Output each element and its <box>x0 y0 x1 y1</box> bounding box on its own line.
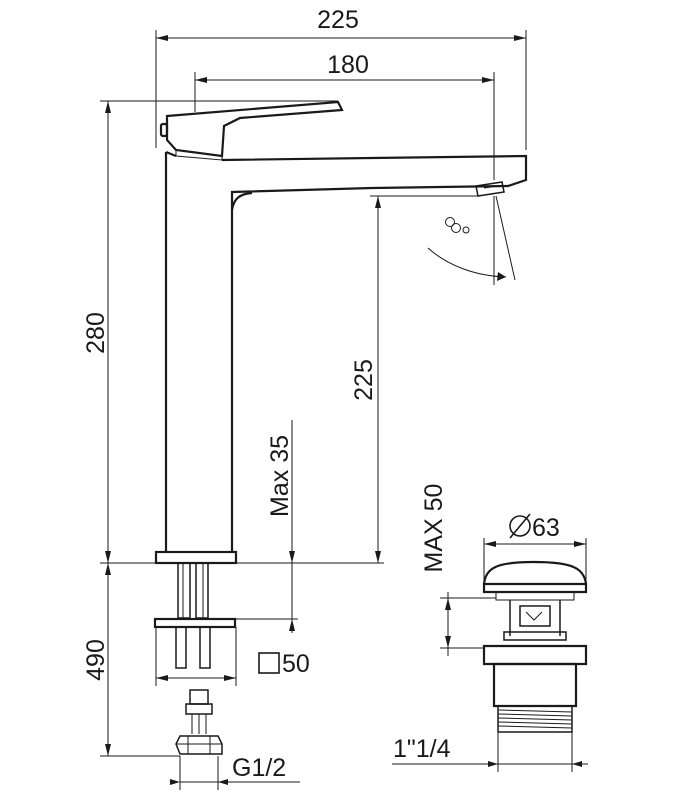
diameter-icon <box>509 513 531 539</box>
overall-width-label: 225 <box>317 6 359 34</box>
dimension-connection-thread: G1/2 <box>170 754 300 790</box>
dimension-total-height: 280 <box>82 100 338 564</box>
drain-diameter-label: 63 <box>532 514 560 542</box>
dimension-drain-thread: 1"1/4 <box>392 732 588 772</box>
faucet-body <box>153 100 528 755</box>
connection-thread-label: G1/2 <box>232 754 286 782</box>
drain-thread-label: 1"1/4 <box>393 735 451 763</box>
max-deck-label: Max 35 <box>266 435 294 517</box>
base-size-label: 50 <box>282 650 310 678</box>
rotation-angle-icon <box>427 195 516 285</box>
dimension-max-deck: Max 35 <box>236 420 298 633</box>
dimension-hose-length: 490 <box>82 563 180 757</box>
drain-assembly <box>482 560 588 733</box>
spout-height-label: 225 <box>350 359 378 401</box>
drain-max-height-label: MAX 50 <box>420 484 448 573</box>
dimension-spout-reach: 180 <box>194 51 495 180</box>
total-height-label: 280 <box>82 312 110 354</box>
dimension-base-size: 50 <box>155 627 310 686</box>
dimension-drain-diameter: 63 <box>483 513 587 584</box>
dimension-spout-height: 225 <box>292 195 478 564</box>
spout-reach-label: 180 <box>327 51 369 79</box>
dimension-overall-width: 225 <box>155 6 527 150</box>
dimension-drain-max-height: MAX 50 <box>420 484 496 656</box>
hose-length-label: 490 <box>82 639 110 681</box>
square-size-icon <box>258 652 280 674</box>
